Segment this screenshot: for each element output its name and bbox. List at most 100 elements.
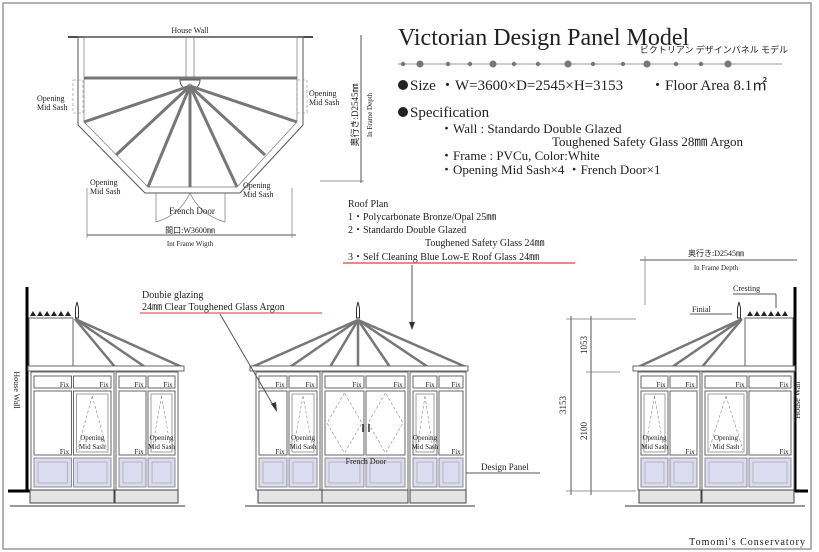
plan-french-door-label: French Door xyxy=(169,206,215,216)
elev-french-door-label: French Door xyxy=(346,457,387,466)
decorative-dot xyxy=(673,61,679,67)
decorative-dot xyxy=(467,61,473,67)
height-wall: 2100 xyxy=(579,422,589,441)
fixed-transom-pane xyxy=(258,375,288,389)
plan-mid-sash-label: Mid Sash xyxy=(309,98,339,107)
french-door-swing xyxy=(155,192,226,223)
gutter xyxy=(632,365,796,372)
fixed-transom-pane xyxy=(704,375,748,389)
decorative-dot xyxy=(724,60,732,68)
fix-label: Fix xyxy=(451,448,461,456)
spec-frame: ・Frame : PVCu, Color:White xyxy=(440,148,600,163)
base-block xyxy=(29,489,115,504)
window-pane xyxy=(438,390,464,456)
design-panel-inset xyxy=(262,461,284,484)
cresting-ornament xyxy=(747,311,753,316)
window-pane xyxy=(412,390,438,456)
roof-rafter xyxy=(146,85,192,188)
design-panel-inset xyxy=(673,461,694,484)
fix-label: Fix xyxy=(163,381,173,389)
window-pane xyxy=(147,390,176,456)
height-total: 3153 xyxy=(558,396,568,415)
design-panel-label: Design Panel xyxy=(481,462,529,472)
plan-width-en: Int Frame Wigth xyxy=(167,240,214,248)
roof-rafter xyxy=(188,85,239,188)
base-block xyxy=(409,489,467,504)
roof-rafter xyxy=(671,317,743,369)
design-panel xyxy=(147,457,176,488)
fix-label: Fix xyxy=(425,381,435,389)
sash-opening-indicator xyxy=(292,395,314,451)
cresting-ornament xyxy=(761,311,767,316)
cresting-ornament xyxy=(754,311,760,316)
opening-sash xyxy=(291,393,315,453)
plan-opening-label: Opening xyxy=(90,178,118,187)
fixed-transom-pane xyxy=(669,375,698,389)
design-panel xyxy=(365,457,406,488)
opening-sash xyxy=(76,393,109,453)
decorative-dot xyxy=(416,60,424,68)
arrow-icon xyxy=(271,402,277,412)
size-value: ・W=3600×D=2545×H=3153 xyxy=(440,78,623,94)
sash-opening-indicator xyxy=(77,395,108,451)
fix-label: Fix xyxy=(779,381,789,389)
sash-opening-indicator xyxy=(151,395,172,451)
window-pane xyxy=(288,390,318,456)
roof-rafter xyxy=(328,319,360,368)
roof-rafter xyxy=(74,318,116,368)
decorative-dot-rule xyxy=(398,60,782,68)
mid-sash-label: Mid Sash xyxy=(79,443,106,451)
opening-label: Opening xyxy=(80,434,105,442)
roof-plan-item-2: 2・Standardo Double Glazed xyxy=(348,225,466,236)
roof-plan-item-3: 3・Self Cleaning Blue Low-E Roof Glass 24… xyxy=(348,252,539,263)
fix-label: Fix xyxy=(393,381,403,389)
fix-label: Fix xyxy=(60,381,70,389)
roof-rafter xyxy=(251,318,359,369)
decorative-dot xyxy=(590,61,596,67)
cresting-label: Cresting xyxy=(733,284,760,293)
design-panel xyxy=(324,457,365,488)
plan-mid-sash-label: Mid Sash xyxy=(90,187,120,196)
sash-opening-indicator xyxy=(708,395,744,451)
fix-label: Fix xyxy=(352,381,362,389)
design-panel xyxy=(258,457,288,488)
opening-label: Opening xyxy=(149,434,174,442)
footer-brand: Tomomi's Conservatory xyxy=(689,537,806,548)
roof-rafter xyxy=(188,84,267,157)
glazing-note-2: 24㎜ Clear Toughened Glass Argon xyxy=(142,302,285,313)
window-pane xyxy=(704,390,748,456)
roof-rafter xyxy=(83,84,191,124)
arrow-icon xyxy=(409,322,415,330)
base-block xyxy=(257,489,323,504)
opening-label: Opening xyxy=(413,434,438,442)
opening-sash xyxy=(150,393,173,453)
roof-rafter xyxy=(74,317,146,369)
cresting-ornament xyxy=(58,311,64,316)
design-panel xyxy=(33,457,72,488)
plan-sash-marker xyxy=(296,79,308,114)
right-depth-en: In Frame Depth xyxy=(694,264,739,272)
design-panel-inset xyxy=(369,461,402,484)
opening-sash xyxy=(707,393,745,453)
design-panel xyxy=(640,457,669,488)
decorative-dot xyxy=(445,61,451,67)
decorative-dot xyxy=(400,61,406,67)
plan-depth-jp: 奥行き:D2545㎜ xyxy=(349,83,360,146)
lean-to-roof-box xyxy=(744,317,794,369)
roof-rafter xyxy=(114,84,192,157)
fix-label: Fix xyxy=(685,381,695,389)
mid-sash-label: Mid Sash xyxy=(148,443,175,451)
finial-ornament xyxy=(75,301,79,319)
subtitle-jp: ビクトリアン デザインパネル モデル xyxy=(640,44,788,55)
roof-rafter xyxy=(701,318,743,368)
decorative-dot xyxy=(564,60,572,68)
fix-label: Fix xyxy=(275,381,285,389)
opening-label: Opening xyxy=(291,434,316,442)
cresting-ornament xyxy=(768,311,774,316)
fixed-transom-pane xyxy=(324,375,365,389)
cresting-ornament xyxy=(51,311,57,316)
design-panel xyxy=(73,457,112,488)
fix-label: Fix xyxy=(134,448,144,456)
design-panel-inset xyxy=(644,461,665,484)
